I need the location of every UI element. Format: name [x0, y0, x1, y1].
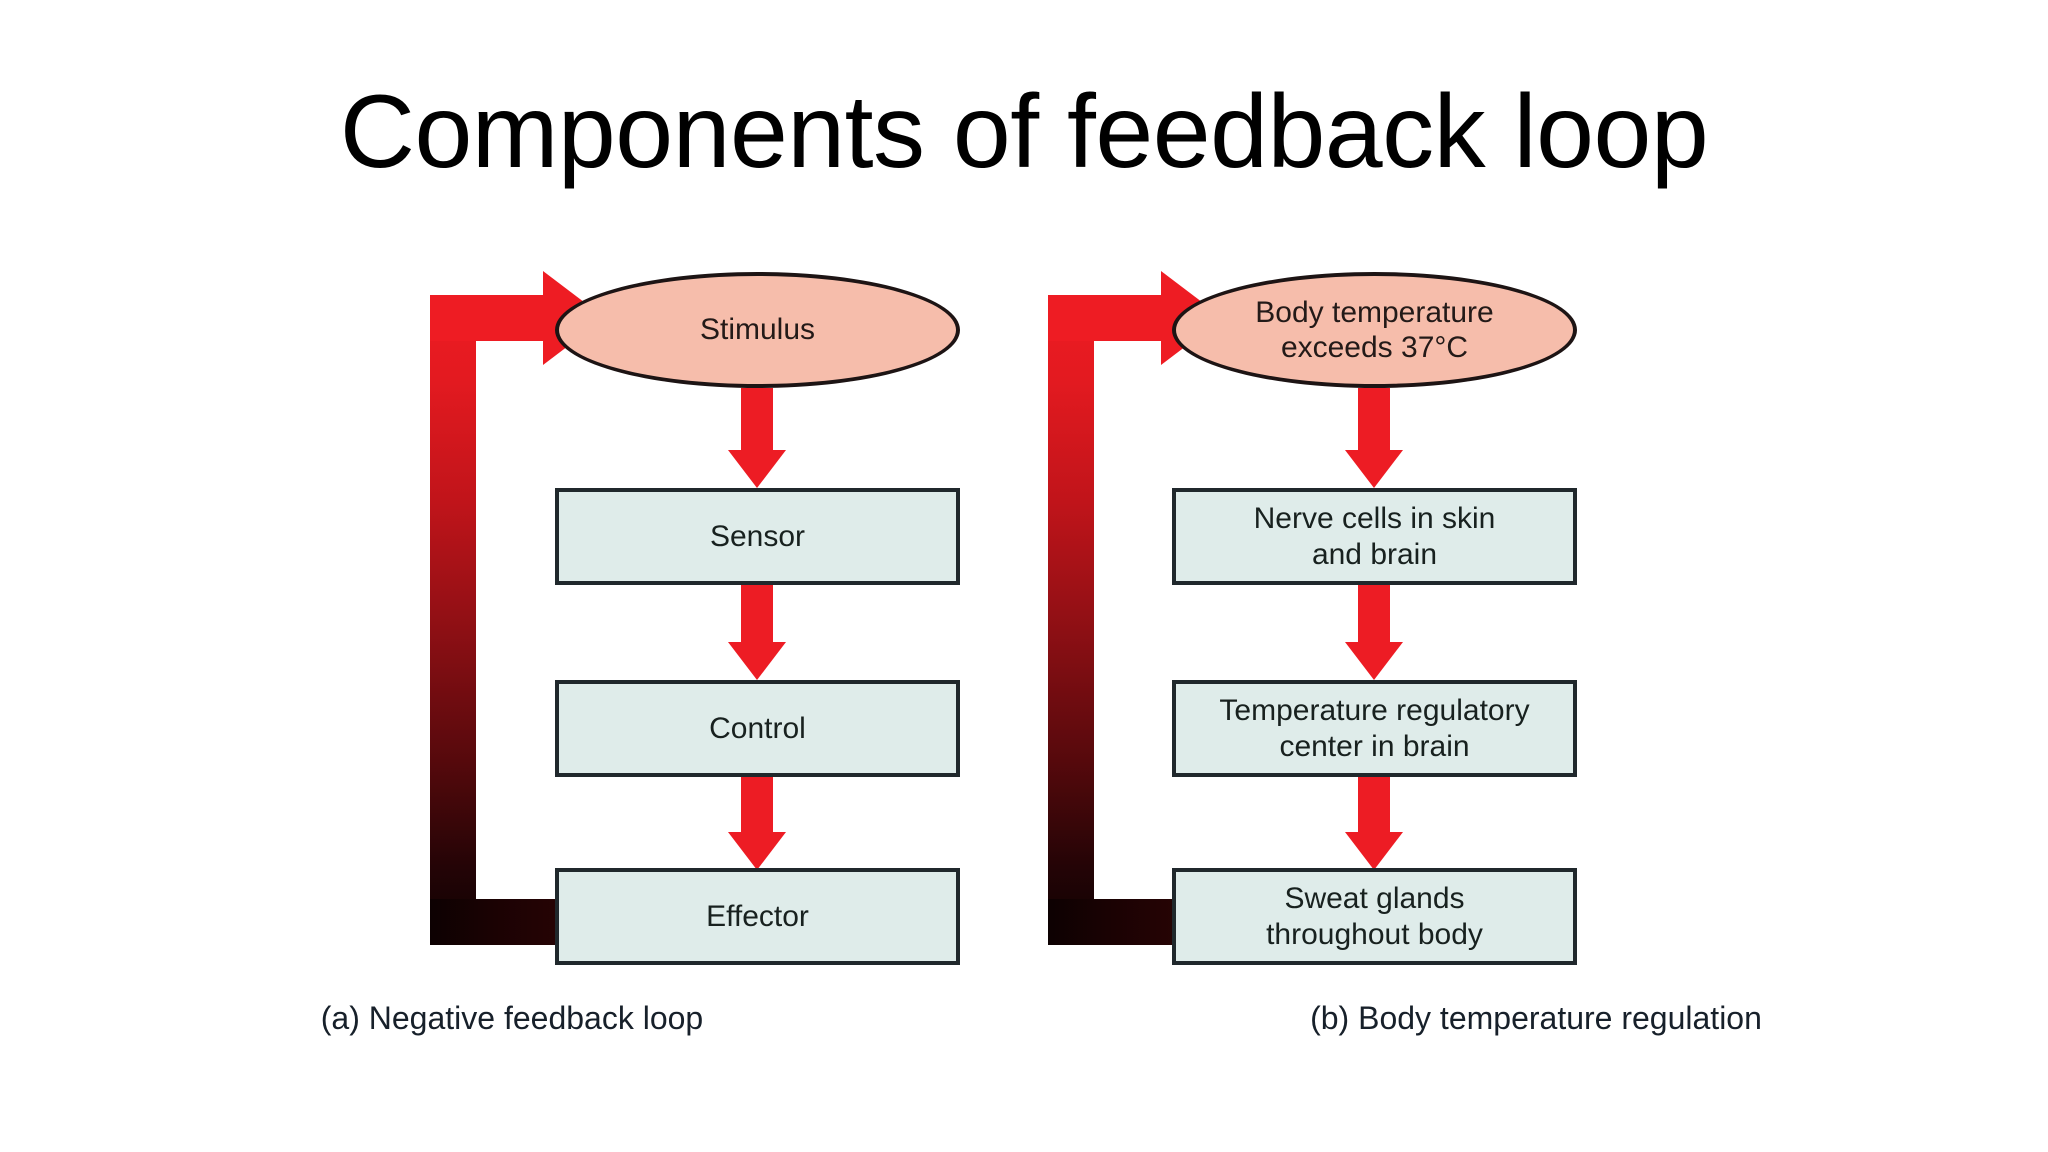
- flow-arrow-head: [1345, 642, 1403, 680]
- feedback-loop-arrow-a: [430, 271, 630, 945]
- process-box-label-b-3: Sweat glands throughout body: [1266, 881, 1483, 951]
- feedback-arrow-vertical-shaft: [1048, 295, 1094, 945]
- panel-caption-a: (a) Negative feedback loop: [320, 1000, 704, 1036]
- process-box-b-3: Sweat glands throughout body: [1172, 868, 1577, 965]
- flow-arrow-b-2: [1345, 585, 1403, 680]
- stimulus-ellipse-label-a: Stimulus: [699, 313, 816, 347]
- feedback-arrow-top-elbow: [1048, 295, 1163, 341]
- process-box-label-a-3: Effector: [706, 899, 809, 933]
- flow-arrow-head: [728, 450, 786, 488]
- process-box-label-b-2: Temperature regulatory center in brain: [1219, 693, 1530, 763]
- flow-arrow-b-3: [1345, 777, 1403, 870]
- flow-arrow-head: [1345, 832, 1403, 870]
- feedback-loop-arrow-b: [1048, 271, 1248, 945]
- flow-arrow-shaft: [741, 585, 773, 642]
- flow-arrow-a-3: [728, 777, 786, 870]
- stimulus-ellipse-b: Body temperature exceeds 37°C: [1172, 272, 1577, 388]
- diagram-panel-b: Body temperature exceeds 37°C Nerve cell…: [1024, 0, 2048, 1152]
- flow-arrow-a-2: [728, 585, 786, 680]
- process-box-label-a-2: Control: [709, 711, 806, 745]
- process-box-a-3: Effector: [555, 868, 960, 965]
- flow-arrow-a-1: [728, 388, 786, 488]
- feedback-arrow-top-elbow: [430, 295, 545, 341]
- flow-arrow-shaft: [741, 388, 773, 450]
- flow-arrow-shaft: [1358, 777, 1390, 832]
- process-box-a-1: Sensor: [555, 488, 960, 585]
- flow-arrow-b-1: [1345, 388, 1403, 488]
- flow-arrow-head: [728, 832, 786, 870]
- process-box-label-a-1: Sensor: [709, 519, 806, 553]
- stimulus-ellipse-a: Stimulus: [555, 272, 960, 388]
- panel-caption-b: (b) Body temperature regulation: [1310, 1000, 1762, 1036]
- stimulus-ellipse-label-b: Body temperature exceeds 37°C: [1255, 295, 1494, 364]
- flow-arrow-shaft: [741, 777, 773, 832]
- feedback-arrow-vertical-shaft: [430, 295, 476, 945]
- process-box-b-2: Temperature regulatory center in brain: [1172, 680, 1577, 777]
- process-box-label-b-1: Nerve cells in skin and brain: [1253, 501, 1496, 571]
- flow-arrow-head: [1345, 450, 1403, 488]
- process-box-a-2: Control: [555, 680, 960, 777]
- flow-arrow-shaft: [1358, 388, 1390, 450]
- diagram-panel-a: Stimulus Sensor Control Effector (: [320, 271, 960, 1036]
- flow-arrow-shaft: [1358, 585, 1390, 642]
- flow-arrow-head: [728, 642, 786, 680]
- process-box-b-1: Nerve cells in skin and brain: [1172, 488, 1577, 585]
- page-title: Components of feedback loop: [339, 74, 1709, 190]
